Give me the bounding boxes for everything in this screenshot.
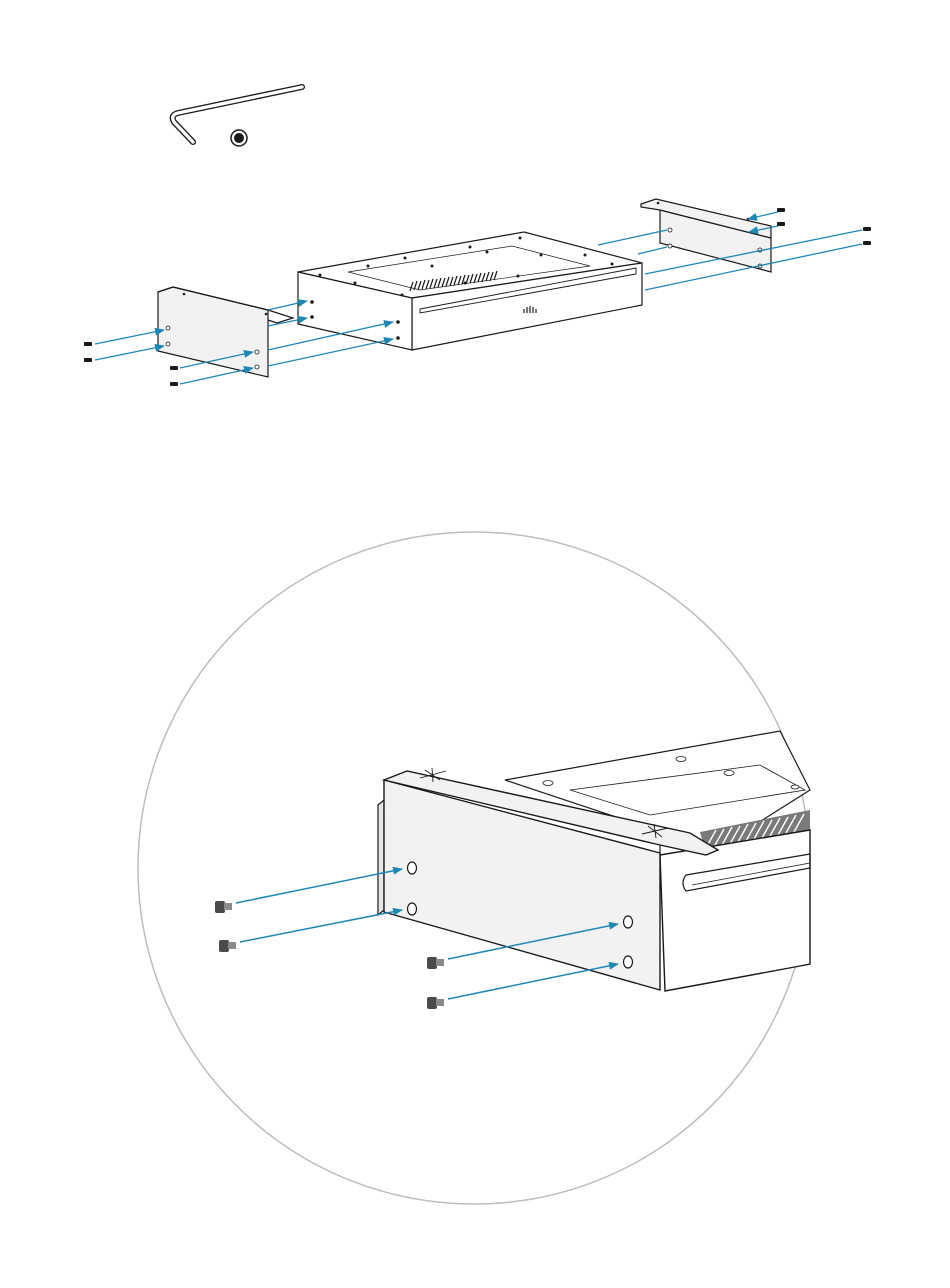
overview-exploded-view — [84, 199, 871, 386]
bracket-icon — [158, 287, 293, 377]
magnified-detail-view — [138, 532, 810, 1204]
chassis-front — [660, 830, 810, 991]
screw-head-icon — [231, 130, 247, 146]
